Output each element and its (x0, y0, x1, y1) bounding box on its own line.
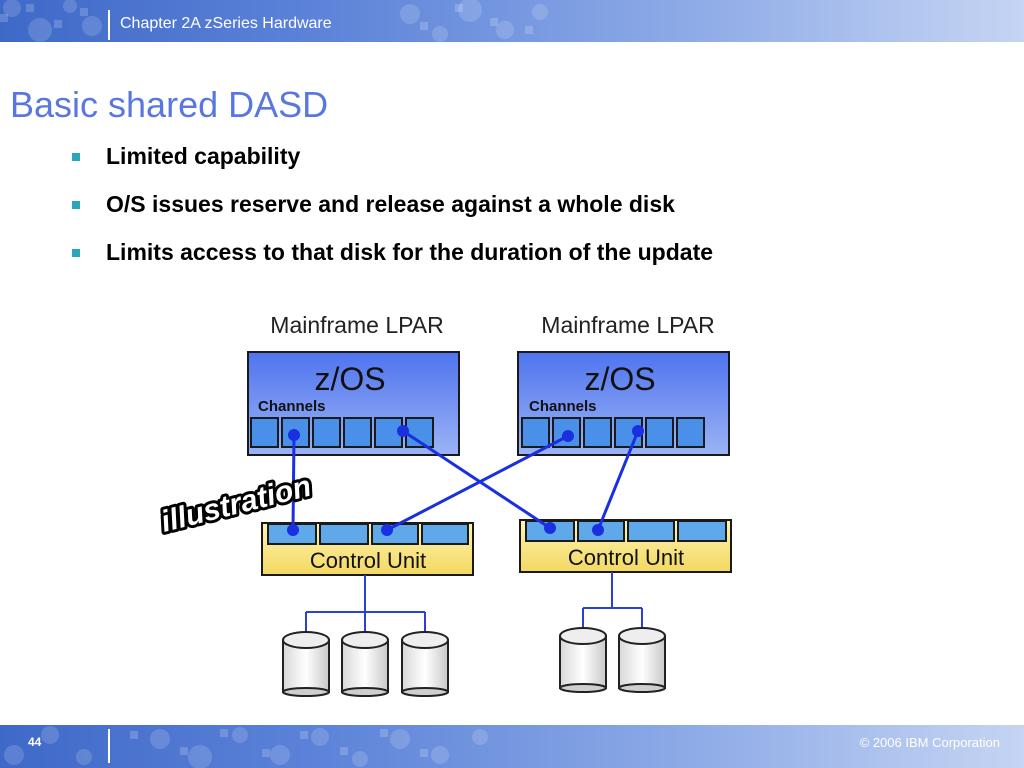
channel-slots-right (521, 417, 705, 448)
page-number: 44 (28, 735, 42, 749)
square-bullet-icon (72, 153, 80, 161)
dasd-disk-icon (341, 631, 389, 697)
copyright-text: © 2006 IBM Corporation (859, 735, 1000, 750)
zos-label-right: z/OS (584, 361, 655, 397)
bullet-list: Limited capability O/S issues reserve an… (72, 140, 713, 284)
header-divider (108, 10, 110, 40)
footer-decoration (4, 726, 488, 768)
square-bullet-icon (72, 249, 80, 257)
bullet-item: O/S issues reserve and release against a… (72, 188, 713, 236)
bullet-text: Limited capability (106, 143, 301, 169)
header-decoration (0, 0, 548, 42)
footer-divider (108, 729, 110, 763)
header-title: Chapter 2A zSeries Hardware (120, 15, 332, 32)
lpar-label-right: Mainframe LPAR (541, 312, 714, 338)
slide-title: Basic shared DASD (10, 84, 329, 125)
dasd-disk-icon (401, 631, 449, 697)
dasd-disk-icon (282, 631, 330, 697)
channels-label-left: Channels (258, 398, 326, 415)
link-endpoints (287, 425, 644, 536)
zos-box-right: z/OS Channels (517, 351, 730, 456)
dasd-disk-icon (559, 627, 607, 693)
control-unit-label-right: Control Unit (568, 545, 684, 570)
channels-label-right: Channels (529, 398, 597, 415)
bullet-text: Limits access to that disk for the durat… (106, 239, 714, 265)
bullet-text: O/S issues reserve and release against a… (106, 191, 675, 217)
control-unit-label-left: Control Unit (310, 548, 426, 573)
bullet-item: Limited capability (72, 140, 713, 188)
zos-label-left: z/OS (314, 361, 385, 397)
channel-links (291, 429, 640, 532)
lpar-label-left: Mainframe LPAR (270, 312, 443, 338)
footer-band: 44 © 2006 IBM Corporation (0, 725, 1024, 768)
header-band: Chapter 2A zSeries Hardware (0, 0, 1024, 42)
bullet-item: Limits access to that disk for the durat… (72, 236, 713, 284)
dasd-disk-icon (618, 627, 666, 693)
disk-bus-lines (305, 572, 643, 632)
square-bullet-icon (72, 201, 80, 209)
zos-box-left: z/OS Channels (247, 351, 460, 456)
